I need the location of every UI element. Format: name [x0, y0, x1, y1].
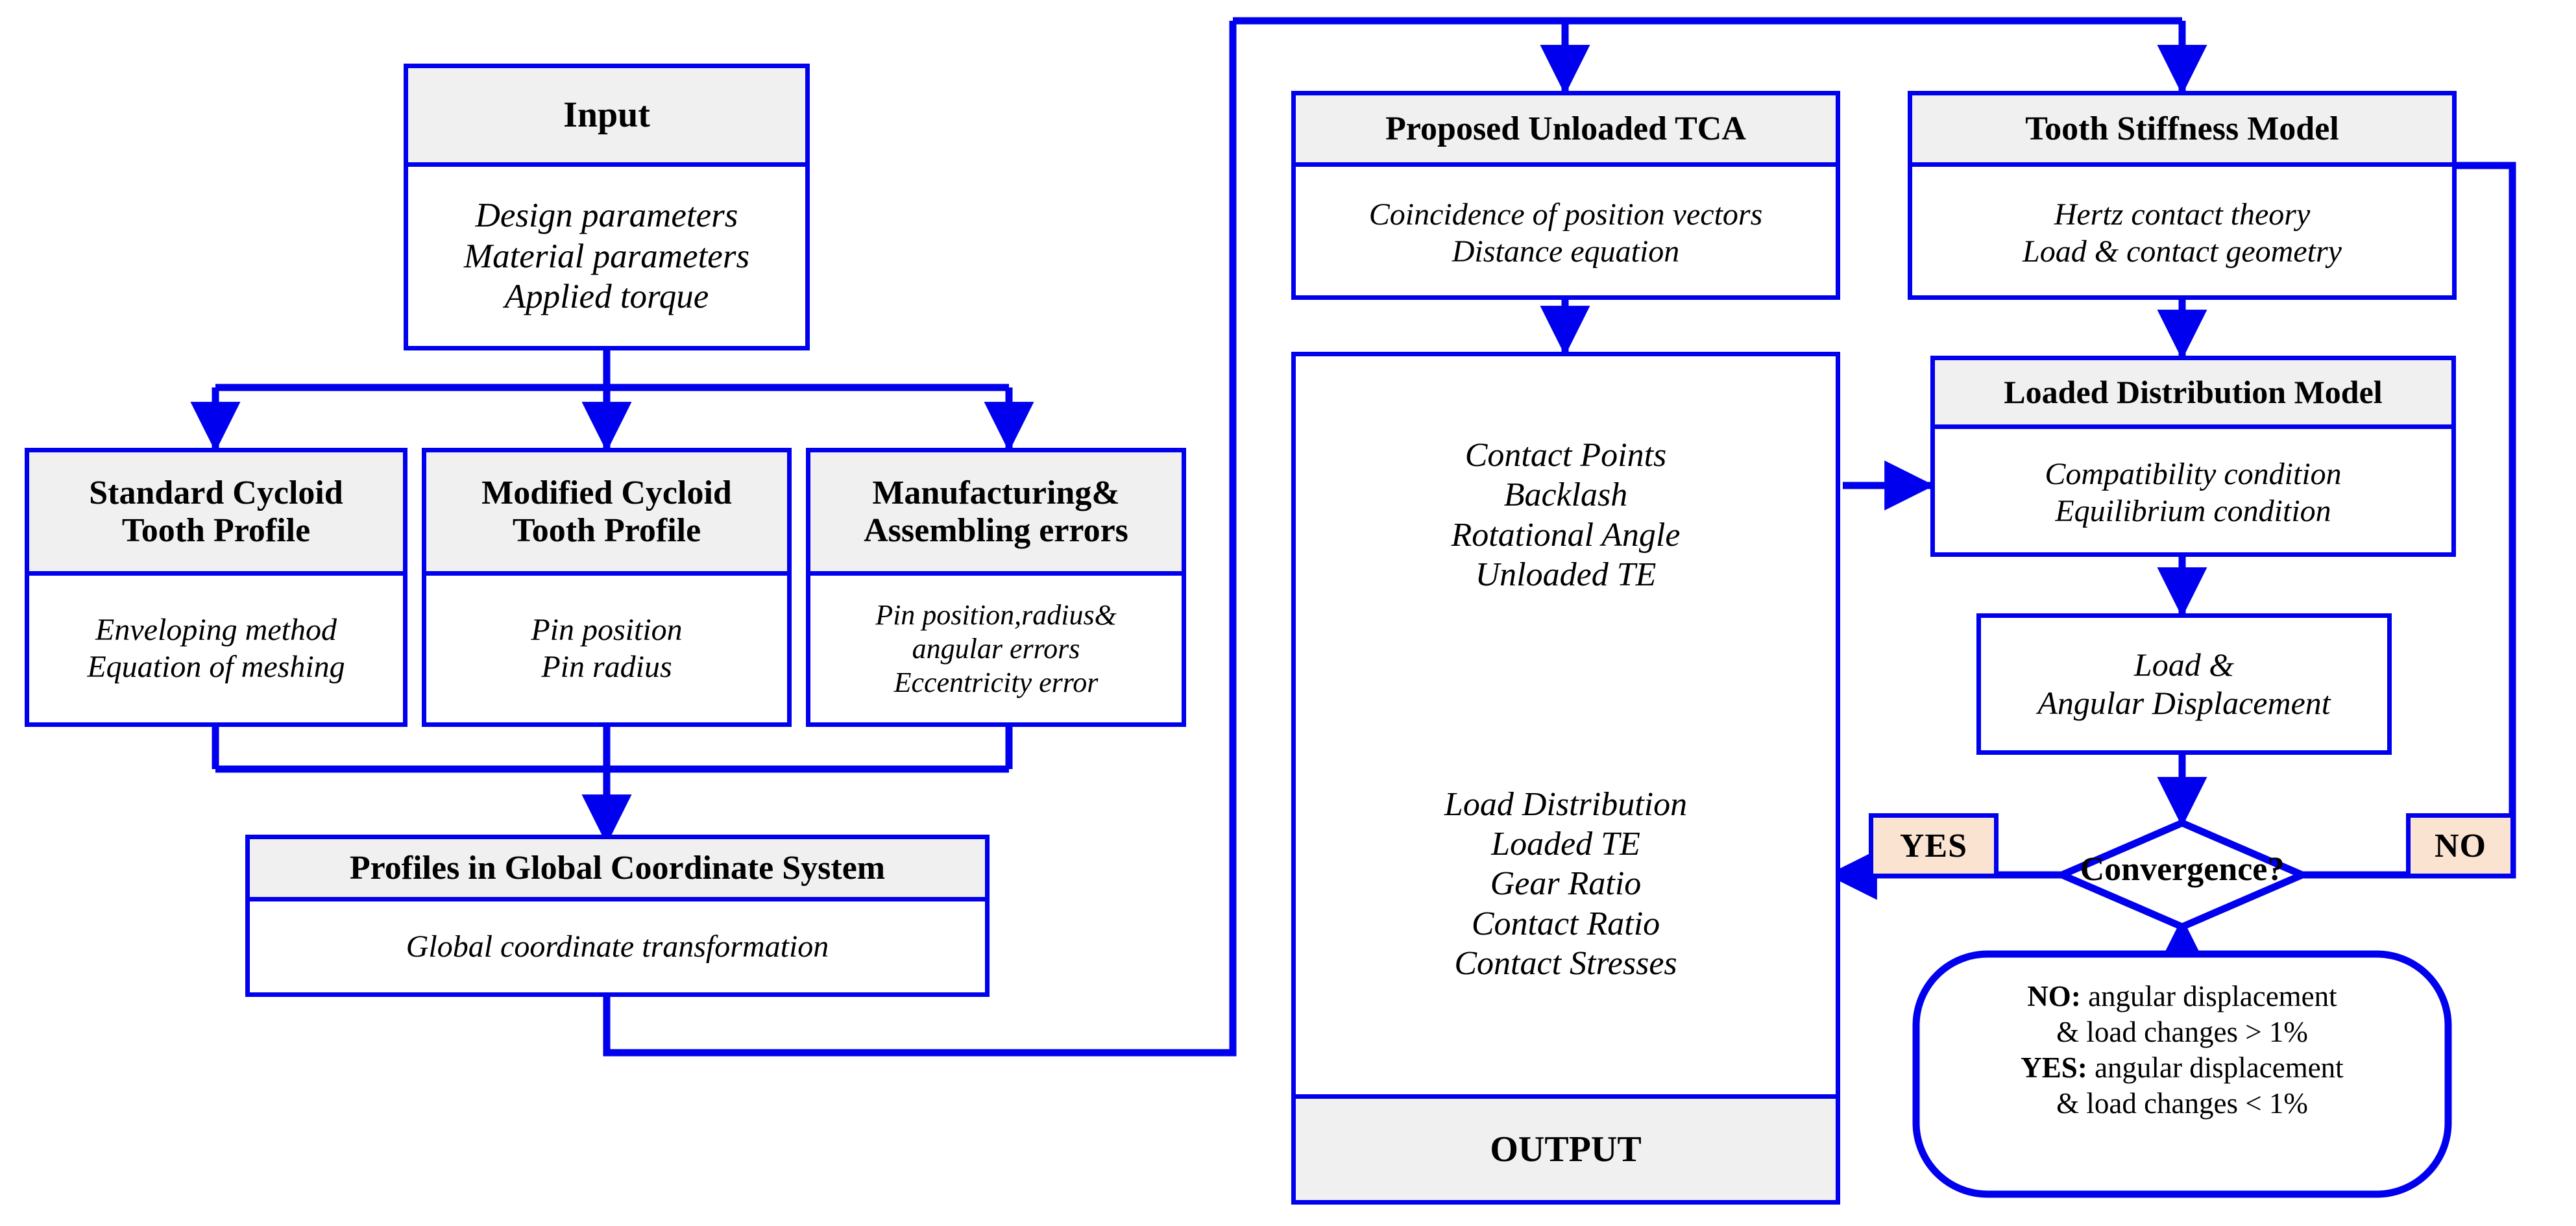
node-results-loaded-item-5: Contact Stresses	[1454, 945, 1677, 983]
node-modified-cycloid-title-line-2: Tooth Profile	[512, 511, 701, 549]
node-global-profiles[interactable]: Profiles in Global Coordinate System Glo…	[245, 835, 990, 997]
node-manufacturing-errors-title-line-1: Manufacturing&	[872, 474, 1120, 512]
node-input-header: Input	[408, 68, 805, 167]
node-loaded-distribution-title: Loaded Distribution Model	[2004, 374, 2383, 410]
node-results-unloaded-item-2: Backlash	[1503, 476, 1628, 514]
node-input-item-3: Applied torque	[504, 278, 709, 316]
node-standard-cycloid-title-line-1: Standard Cycloid	[89, 474, 343, 512]
node-standard-cycloid-title-line-2: Tooth Profile	[121, 511, 311, 549]
node-standard-cycloid-header: Standard Cycloid Tooth Profile	[29, 452, 403, 576]
criteria-stadium	[1912, 950, 2452, 1198]
criteria-line-3-rest: angular displacement	[2087, 1051, 2344, 1084]
node-loaded-distribution-item-2: Equilibrium condition	[2055, 493, 2331, 528]
node-modified-cycloid-body: Pin position Pin radius	[426, 576, 787, 722]
criteria-line-1-rest: angular displacement	[2080, 980, 2337, 1012]
criteria-line-4-rest: & load changes < 1%	[2056, 1086, 2308, 1120]
node-tooth-stiffness-item-1: Hertz contact theory	[2054, 197, 2311, 232]
node-input[interactable]: Input Design parameters Material paramet…	[404, 64, 810, 350]
convergence-label: Convergence?	[2080, 851, 2285, 888]
criteria-text: NO: angular displacement & load changes …	[1923, 979, 2442, 1122]
node-standard-cycloid-item-1: Enveloping method	[95, 613, 337, 648]
node-input-title: Input	[563, 94, 650, 135]
node-modified-cycloid-item-1: Pin position	[531, 613, 683, 648]
node-tooth-stiffness-item-2: Load & contact geometry	[2023, 234, 2342, 269]
badge-no[interactable]: NO	[2406, 813, 2515, 878]
node-input-body: Design parameters Material parameters Ap…	[408, 167, 805, 346]
node-global-profiles-header: Profiles in Global Coordinate System	[250, 839, 985, 901]
node-manufacturing-errors[interactable]: Manufacturing& Assembling errors Pin pos…	[806, 448, 1186, 727]
node-results-loaded-item-2: Loaded TE	[1491, 825, 1640, 863]
criteria-line-1: NO: angular displacement	[1923, 979, 2442, 1014]
node-manufacturing-errors-item-1: Pin position,radius&	[875, 599, 1117, 631]
node-results-loaded-item-1: Load Distribution	[1444, 785, 1688, 823]
node-results-footer: OUTPUT	[1296, 1094, 1836, 1200]
node-input-item-2: Material parameters	[463, 237, 750, 275]
node-standard-cycloid[interactable]: Standard Cycloid Tooth Profile Envelopin…	[25, 448, 407, 727]
node-unloaded-tca-title: Proposed Unloaded TCA	[1385, 110, 1746, 147]
node-results-unloaded-item-1: Contact Points	[1464, 436, 1667, 474]
criteria-line-4: & load changes < 1%	[1923, 1086, 2442, 1122]
node-modified-cycloid-title-line-1: Modified Cycloid	[481, 474, 732, 512]
node-input-item-1: Design parameters	[475, 197, 738, 235]
badge-yes-label: YES	[1899, 827, 1968, 864]
node-standard-cycloid-body: Enveloping method Equation of meshing	[29, 576, 403, 722]
node-unloaded-tca[interactable]: Proposed Unloaded TCA Coincidence of pos…	[1291, 91, 1840, 300]
criteria-line-2: & load changes > 1%	[1923, 1014, 2442, 1050]
criteria-line-3: YES: angular displacement	[1923, 1050, 2442, 1086]
node-global-profiles-title: Profiles in Global Coordinate System	[349, 849, 886, 887]
criteria-line-2-rest: & load changes > 1%	[2056, 1015, 2308, 1048]
node-manufacturing-errors-item-2: angular errors	[912, 633, 1080, 665]
node-global-profiles-item-1: Global coordinate transformation	[406, 929, 829, 964]
node-results-output[interactable]: Contact Points Backlash Rotational Angle…	[1291, 352, 1840, 1205]
node-loaded-distribution-header: Loaded Distribution Model	[1935, 360, 2451, 429]
node-results-loaded-item-3: Gear Ratio	[1490, 865, 1642, 903]
node-global-profiles-body: Global coordinate transformation	[250, 901, 985, 992]
node-tooth-stiffness-body: Hertz contact theory Load & contact geom…	[1912, 167, 2452, 300]
node-modified-cycloid[interactable]: Modified Cycloid Tooth Profile Pin posit…	[422, 448, 792, 727]
node-unloaded-tca-item-2: Distance equation	[1452, 234, 1680, 269]
node-unloaded-tca-header: Proposed Unloaded TCA	[1296, 95, 1836, 167]
node-unloaded-tca-item-1: Coincidence of position vectors	[1368, 197, 1763, 232]
node-results-unloaded-item-4: Unloaded TE	[1475, 556, 1657, 593]
node-manufacturing-errors-title-line-2: Assembling errors	[864, 511, 1128, 549]
criteria-line-1-bold: NO:	[2027, 980, 2081, 1012]
node-manufacturing-errors-header: Manufacturing& Assembling errors	[810, 452, 1182, 576]
node-results-unloaded-group: Contact Points Backlash Rotational Angle…	[1296, 356, 1836, 674]
node-tooth-stiffness-title: Tooth Stiffness Model	[2025, 110, 2339, 147]
badge-no-label: NO	[2435, 827, 2486, 864]
node-loaded-distribution[interactable]: Loaded Distribution Model Compatibility …	[1930, 356, 2456, 557]
node-manufacturing-errors-item-3: Eccentricity error	[893, 666, 1099, 698]
node-load-angular-displacement-item-2: Angular Displacement	[2037, 685, 2331, 721]
node-loaded-distribution-item-1: Compatibility condition	[2045, 456, 2342, 491]
node-tooth-stiffness[interactable]: Tooth Stiffness Model Hertz contact theo…	[1908, 91, 2457, 300]
node-output-label: OUTPUT	[1490, 1129, 1642, 1170]
node-loaded-distribution-body: Compatibility condition Equilibrium cond…	[1935, 429, 2451, 557]
convergence-diamond	[2053, 819, 2311, 931]
node-manufacturing-errors-body: Pin position,radius& angular errors Ecce…	[810, 576, 1182, 722]
node-load-angular-displacement-item-1: Load &	[2133, 646, 2235, 683]
edge-global-to-right	[603, 21, 1237, 1057]
node-modified-cycloid-item-2: Pin radius	[541, 650, 672, 684]
node-unloaded-tca-body: Coincidence of position vectors Distance…	[1296, 167, 1836, 300]
node-results-unloaded-item-3: Rotational Angle	[1451, 516, 1681, 554]
badge-yes[interactable]: YES	[1869, 813, 1999, 878]
node-load-angular-displacement-body: Load & Angular Displacement	[1981, 618, 2387, 750]
node-standard-cycloid-item-2: Equation of meshing	[87, 650, 345, 684]
node-load-angular-displacement[interactable]: Load & Angular Displacement	[1976, 613, 2392, 755]
criteria-line-3-bold: YES:	[2021, 1051, 2087, 1084]
node-tooth-stiffness-header: Tooth Stiffness Model	[1912, 95, 2452, 167]
node-results-loaded-group: Load Distribution Loaded TE Gear Ratio C…	[1296, 674, 1836, 1094]
node-modified-cycloid-header: Modified Cycloid Tooth Profile	[426, 452, 787, 576]
node-results-loaded-item-4: Contact Ratio	[1471, 905, 1660, 942]
